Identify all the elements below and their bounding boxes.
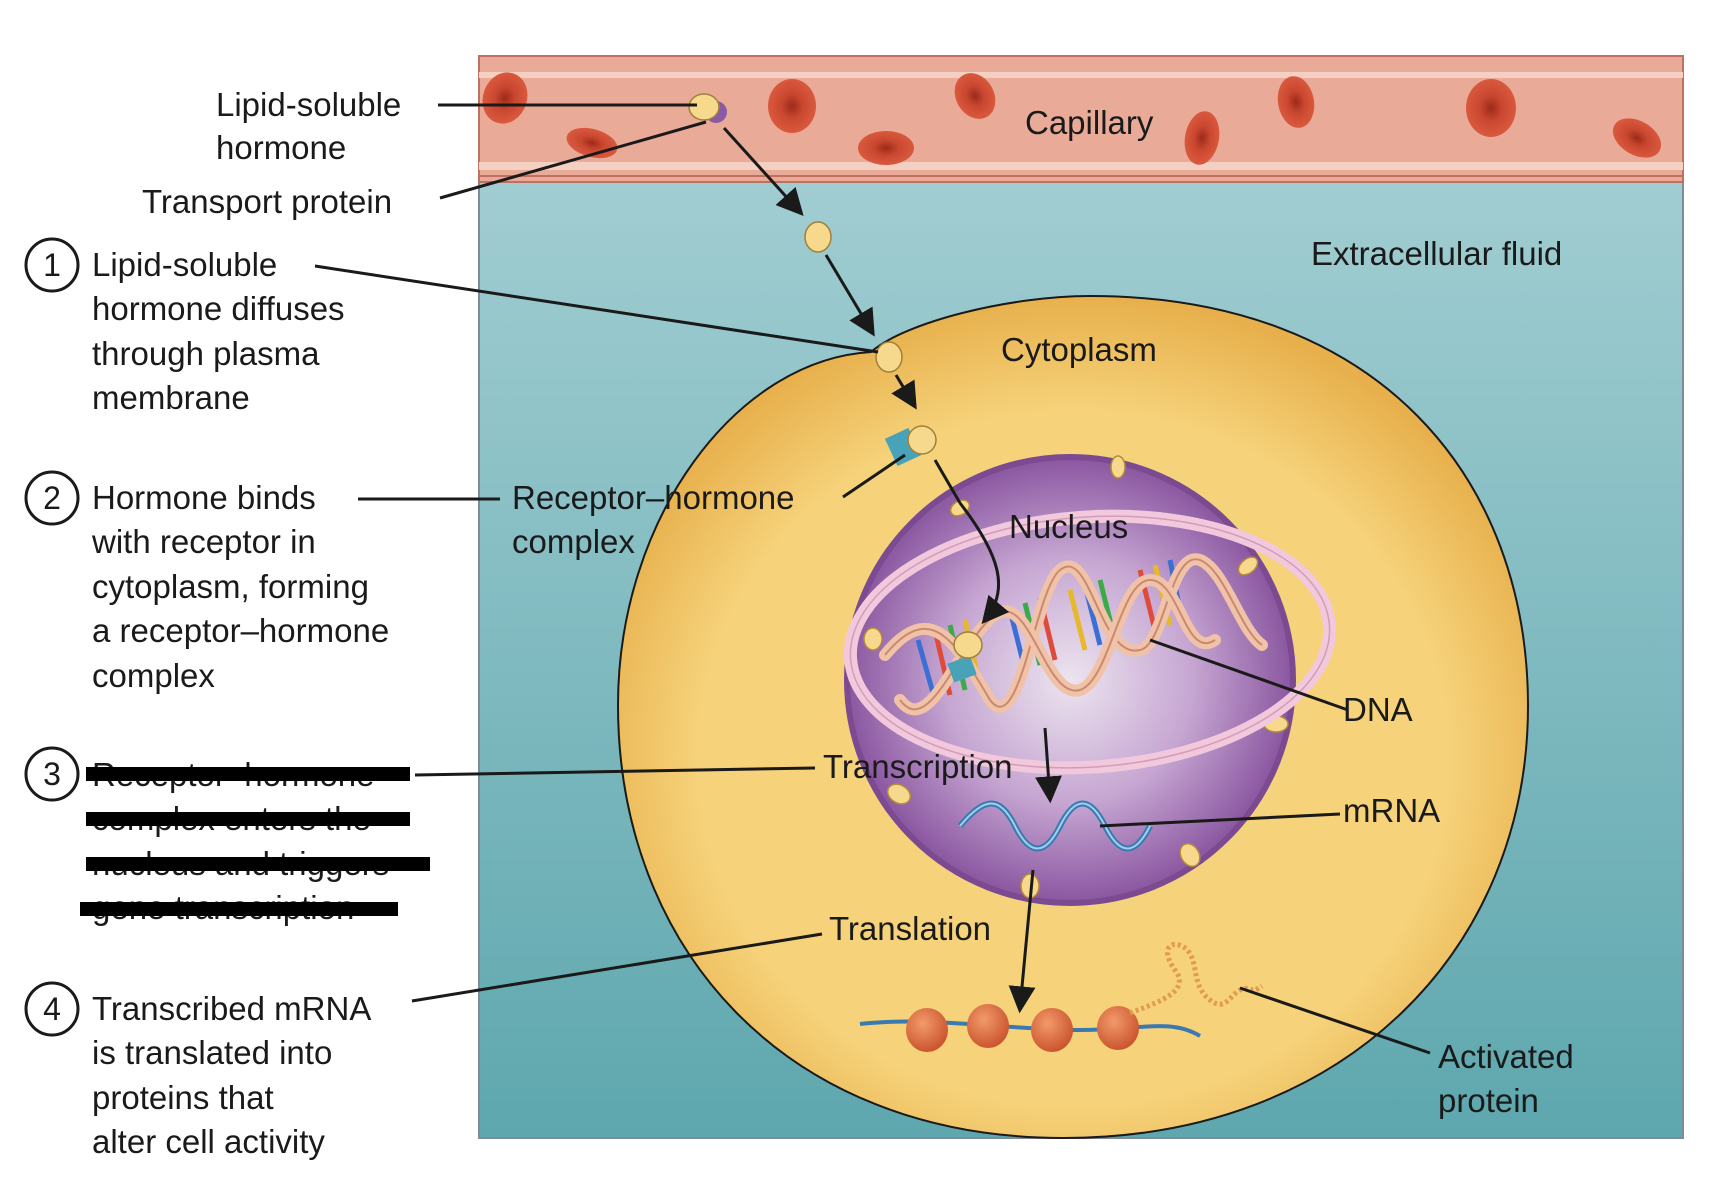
redaction-bar-2 xyxy=(86,812,410,826)
step-1-line-3: through plasma xyxy=(92,335,320,372)
step-1-line-4: membrane xyxy=(92,379,250,416)
step-2-line-2: with receptor in xyxy=(91,523,316,560)
translation-ribosomes xyxy=(859,1004,1202,1052)
label-translation: Translation xyxy=(829,910,991,947)
label-dna: DNA xyxy=(1343,691,1413,728)
label-lipid-hormone-1: Lipid-soluble xyxy=(216,86,401,123)
redaction-bar-1 xyxy=(86,767,410,781)
step-1-line-2: hormone diffuses xyxy=(92,290,345,327)
step-4-line-4: alter cell activity xyxy=(92,1123,325,1160)
step-1-number: 1 xyxy=(43,247,61,283)
label-activated-protein-2: protein xyxy=(1438,1082,1539,1119)
step-1-line-1: Lipid-soluble xyxy=(92,246,277,283)
step-3-number: 3 xyxy=(43,756,61,792)
step-number-circles xyxy=(24,237,80,1037)
label-mrna: mRNA xyxy=(1343,792,1440,829)
step-3-redacted-text: Receptor–hormone complex enters the nucl… xyxy=(80,756,430,926)
label-receptor-complex-1: Receptor–hormone xyxy=(512,479,795,516)
hormone-path xyxy=(688,93,1062,1014)
leader-lines xyxy=(314,103,1431,1055)
label-capillary: Capillary xyxy=(1025,104,1154,141)
step-4-line-2: is translated into xyxy=(92,1034,332,1071)
redaction-bar-3 xyxy=(86,857,430,871)
label-transport-protein: Transport protein xyxy=(142,183,392,220)
receptor-hormone-complex-on-dna xyxy=(947,631,983,683)
label-lipid-hormone-2: hormone xyxy=(216,129,346,166)
label-nucleus: Nucleus xyxy=(1009,508,1128,545)
label-cytoplasm: Cytoplasm xyxy=(1001,331,1157,368)
label-extracellular-fluid: Extracellular fluid xyxy=(1311,235,1562,272)
capillary xyxy=(478,55,1684,183)
step-2-line-5: complex xyxy=(92,657,215,694)
label-activated-protein-1: Activated xyxy=(1438,1038,1574,1075)
step-2-line-3: cytoplasm, forming xyxy=(92,568,369,605)
step-2-line-1: Hormone binds xyxy=(92,479,316,516)
step-4-line-3: proteins that xyxy=(92,1079,274,1116)
step-2-number: 2 xyxy=(43,480,61,516)
step-4-number: 4 xyxy=(43,991,61,1027)
redaction-bar-4 xyxy=(80,902,398,916)
label-transcription: Transcription xyxy=(823,748,1013,785)
step-2-line-4: a receptor–hormone xyxy=(92,612,389,649)
label-receptor-complex-2: complex xyxy=(512,523,635,560)
step-4-line-1: Transcribed mRNA xyxy=(92,990,371,1027)
